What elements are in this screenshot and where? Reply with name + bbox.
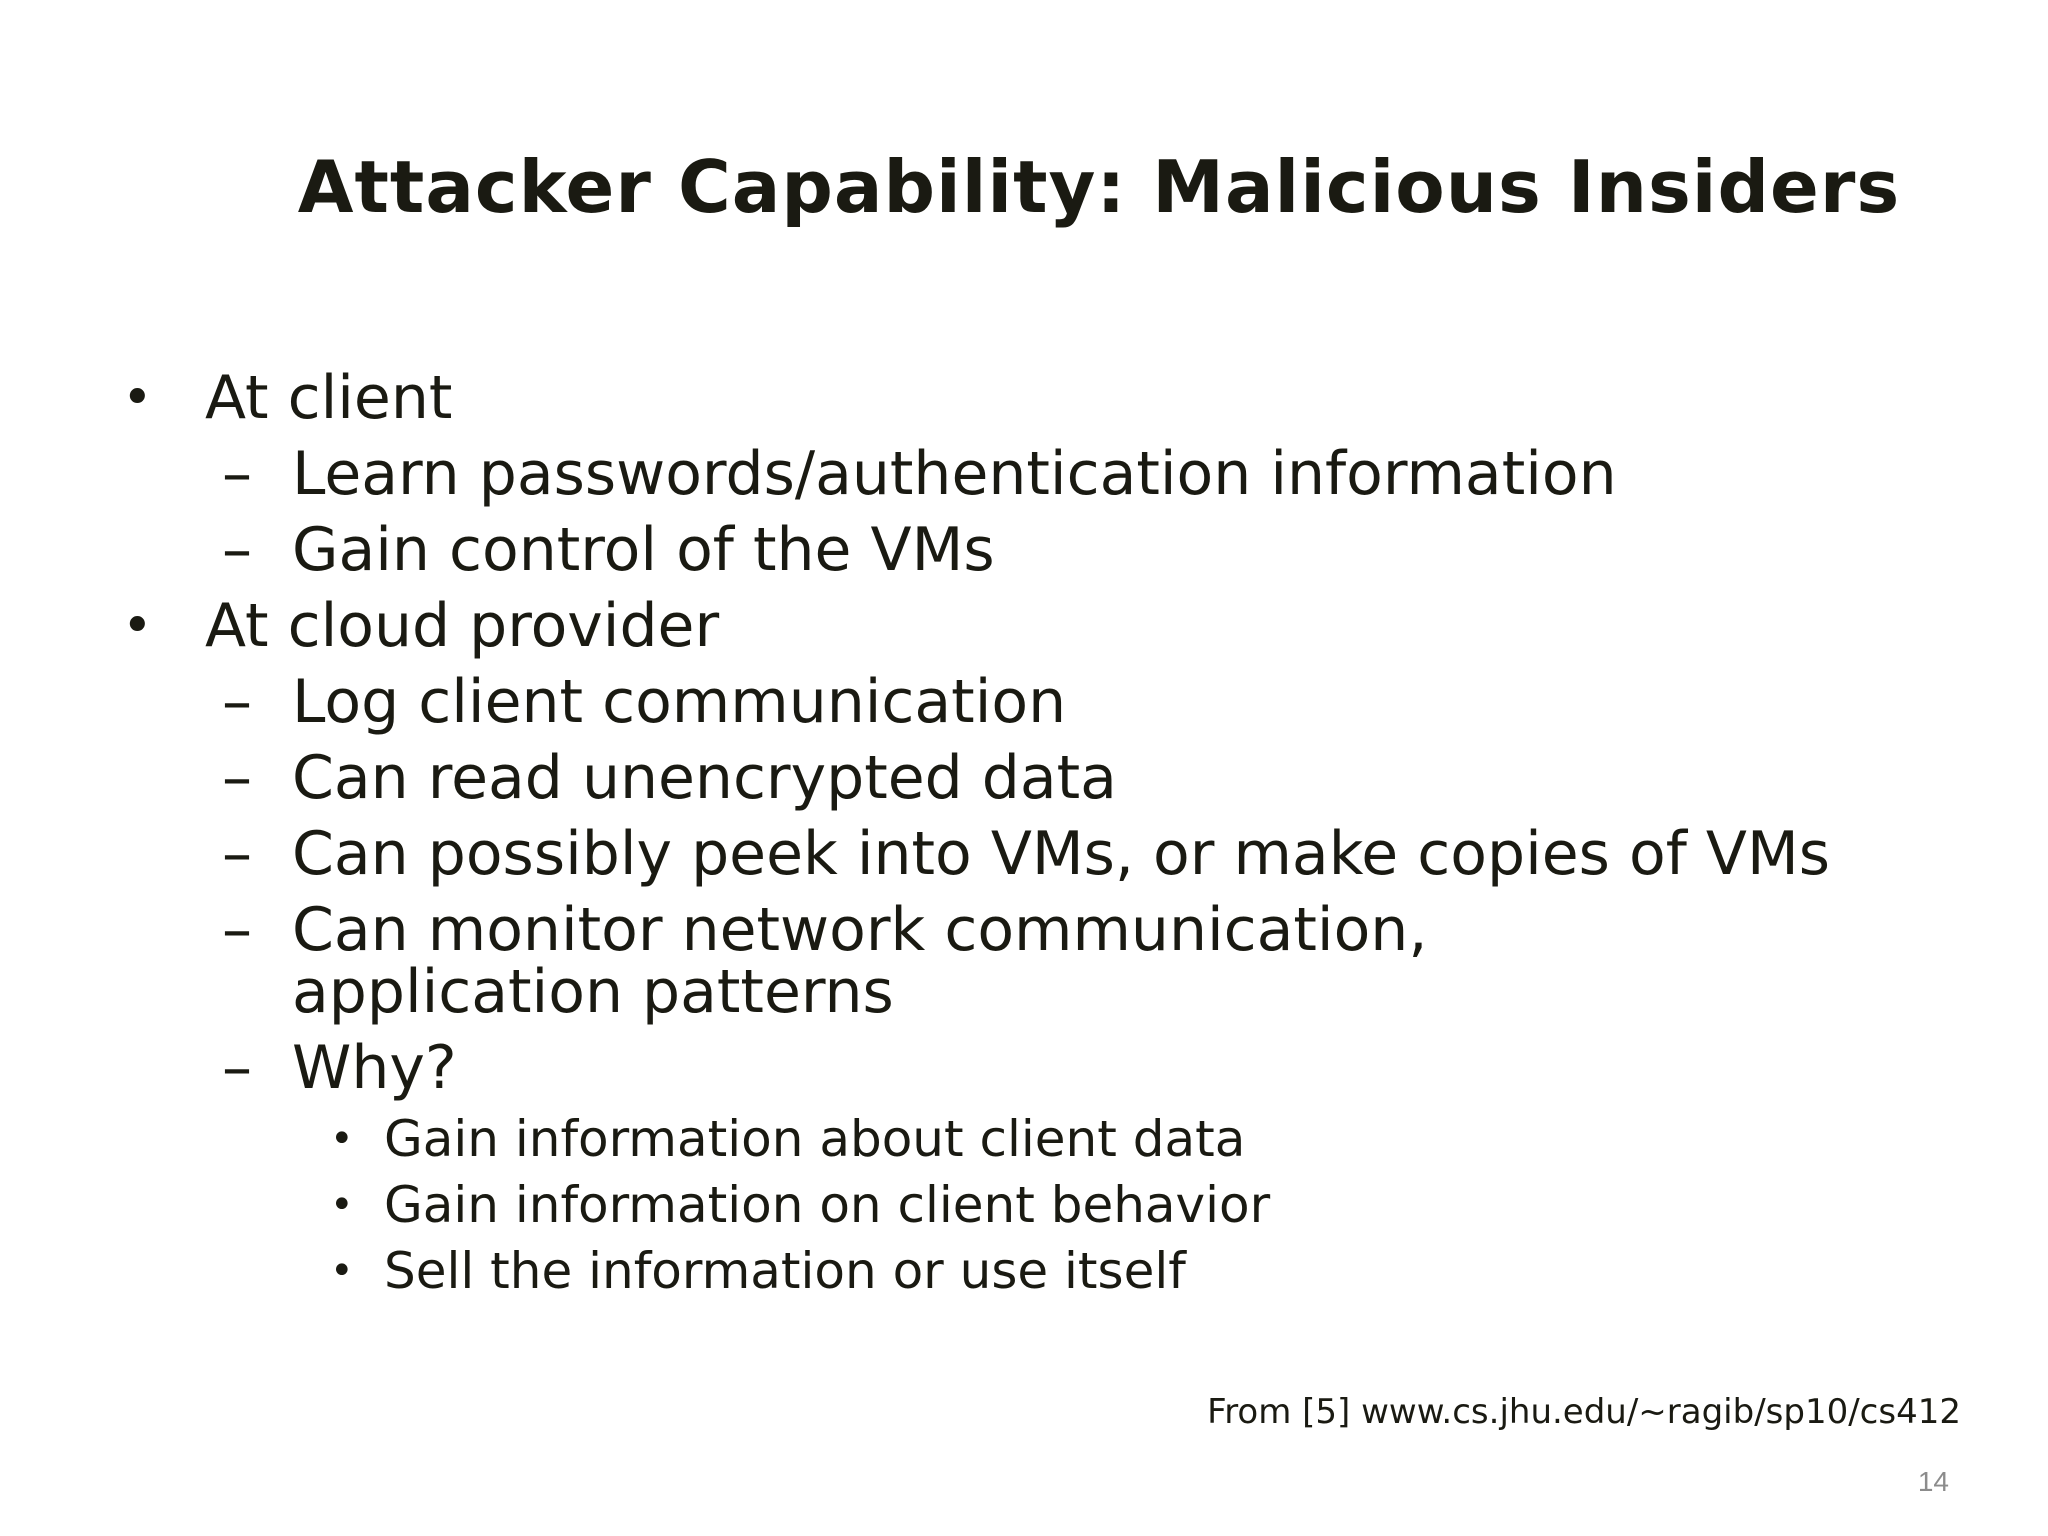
dash-icon: –: [222, 895, 252, 965]
sub-bullet-item: – Log client communication: [0, 664, 2048, 740]
source-citation: From [5] www.cs.jhu.edu/~ragib/sp10/cs41…: [1207, 1392, 1961, 1432]
bullet-icon: •: [330, 1116, 354, 1162]
slide-title: Attacker Capability: Malicious Insiders: [297, 145, 1901, 229]
sub-bullet-item: – Can monitor network communication, app…: [0, 892, 1742, 1030]
sub-bullet-item: – Can read unencrypted data: [0, 740, 2048, 816]
dash-icon: –: [222, 667, 252, 737]
dash-icon: –: [222, 743, 252, 813]
sub-bullet-text: Log client communication: [292, 667, 1067, 737]
bullet-text: At cloud provider: [205, 591, 720, 661]
dash-icon: –: [222, 439, 252, 509]
sub-sub-bullet-item: • Gain information on client behavior: [0, 1172, 2048, 1238]
sub-bullet-text: Can possibly peek into VMs, or make copi…: [292, 819, 1830, 889]
sub-sub-bullet-text: Gain information on client behavior: [384, 1176, 1271, 1234]
sub-bullet-text: Why?: [292, 1033, 457, 1103]
sub-bullet-item: – Learn passwords/authentication informa…: [0, 436, 2048, 512]
sub-sub-bullet-item: • Sell the information or use itself: [0, 1238, 2048, 1304]
page-number: 14: [1917, 1466, 1949, 1497]
bullet-list: • At client – Learn passwords/authentica…: [0, 360, 2048, 1304]
sub-sub-bullet-text: Sell the information or use itself: [384, 1242, 1186, 1300]
dash-icon: –: [222, 1033, 252, 1103]
dash-icon: –: [222, 515, 252, 585]
sub-bullet-text: Can monitor network communication, appli…: [292, 895, 1428, 1027]
sub-bullet-item: – Gain control of the VMs: [0, 512, 2048, 588]
sub-bullet-text: Gain control of the VMs: [292, 515, 995, 585]
sub-bullet-item: – Can possibly peek into VMs, or make co…: [0, 816, 2048, 892]
sub-bullet-item: – Why?: [0, 1030, 2048, 1106]
sub-sub-bullet-text: Gain information about client data: [384, 1110, 1246, 1168]
bullet-icon: •: [330, 1182, 354, 1228]
sub-bullet-text: Can read unencrypted data: [292, 743, 1117, 813]
sub-sub-bullet-item: • Gain information about client data: [0, 1106, 2048, 1172]
dash-icon: –: [222, 819, 252, 889]
sub-bullet-text: Learn passwords/authentication informati…: [292, 439, 1617, 509]
bullet-icon: •: [330, 1248, 354, 1294]
bullet-icon: •: [122, 368, 153, 428]
bullet-icon: •: [122, 596, 153, 656]
bullet-text: At client: [205, 363, 453, 433]
bullet-item: • At client: [0, 360, 2048, 436]
bullet-item: • At cloud provider: [0, 588, 2048, 664]
